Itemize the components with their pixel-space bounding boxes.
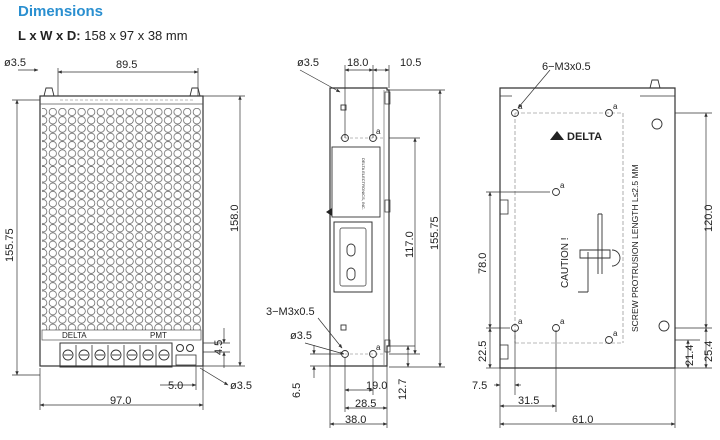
front-label-text: DELTA [62, 331, 87, 340]
spec-label: L x W x D: [18, 28, 81, 43]
side-dim-screw: 3−M3x0.5 [266, 306, 315, 318]
dimension-spec: L x W x D: 158 x 97 x 38 mm [18, 28, 188, 43]
side-dim-w1: 19.0 [366, 380, 387, 392]
back-dim-h4: 21.4 [684, 345, 696, 366]
side-mount-plate [333, 221, 373, 293]
svg-text:a: a [613, 329, 618, 338]
back-dim-screw: 6−M3x0.5 [542, 61, 591, 73]
front-dim-height-left: 155.75 [4, 228, 16, 262]
svg-text:a: a [613, 102, 618, 111]
back-chassis [499, 87, 676, 369]
side-label-text: DELTA ELECTRONICS, INC. [361, 158, 366, 210]
front-dim-hole-bottom: ø3.5 [230, 380, 252, 392]
terminal-block [59, 342, 173, 368]
side-dim-w3: 38.0 [345, 414, 366, 426]
side-label-panel [331, 146, 381, 218]
side-dim-top-a: 18.0 [347, 57, 368, 69]
front-pmt-label: PMT [150, 331, 167, 340]
svg-text:a: a [560, 181, 565, 190]
vent-pattern [42, 108, 201, 330]
back-dim-h5: 25.4 [703, 341, 715, 362]
front-dim-top-width: 89.5 [116, 59, 137, 71]
back-dim-h3: 22.5 [477, 341, 489, 362]
side-dim-hole-bottom: ø3.5 [290, 330, 312, 342]
back-dim-w2: 31.5 [518, 395, 539, 407]
back-screw-holes [511, 109, 670, 344]
back-dim-h1: 120.0 [703, 204, 715, 232]
front-dim-height-outer: 158.0 [229, 204, 241, 232]
section-title: Dimensions [18, 3, 104, 20]
delta-logo: DELTA [567, 131, 602, 143]
svg-text:a: a [518, 317, 523, 326]
caution-text: CAUTION ! [560, 237, 571, 288]
side-dim-w2: 28.5 [355, 398, 376, 410]
protrusion-text: SCREW PROTRUSION LENGTH L≤2.5 MM [630, 164, 640, 332]
back-view: aa aa aa DELTA CAUTION ! SCREW PROTRUSIO… [472, 61, 715, 428]
svg-text:a: a [560, 317, 565, 326]
back-dim-w1: 7.5 [472, 380, 487, 392]
side-dim-h3: 6.5 [291, 383, 303, 398]
back-dim-h2: 78.0 [477, 253, 489, 274]
svg-text:a: a [376, 343, 381, 352]
back-dim-w3: 61.0 [572, 414, 593, 426]
front-dim-bottom-offset: 5.0 [168, 380, 183, 392]
side-dim-h4: 12.7 [397, 379, 409, 400]
side-dim-h1: 155.75 [429, 216, 441, 250]
front-dim-hole-top: ø3.5 [4, 57, 26, 69]
front-dim-height-small: 4.5 [213, 340, 225, 355]
front-view: DELTA PMT [4, 57, 252, 410]
side-dim-h2: 117.0 [404, 231, 416, 258]
side-dim-hole-top: ø3.5 [297, 57, 319, 69]
front-chassis [39, 95, 204, 367]
front-dim-bottom-width: 97.0 [110, 395, 131, 407]
terminal-screws [62, 349, 170, 361]
side-dim-top-b: 10.5 [400, 57, 421, 69]
svg-text:a: a [376, 127, 381, 136]
spec-value: 158 x 97 x 38 mm [84, 28, 188, 43]
side-view: DELTA ELECTRONICS, INC. a a [266, 57, 445, 428]
